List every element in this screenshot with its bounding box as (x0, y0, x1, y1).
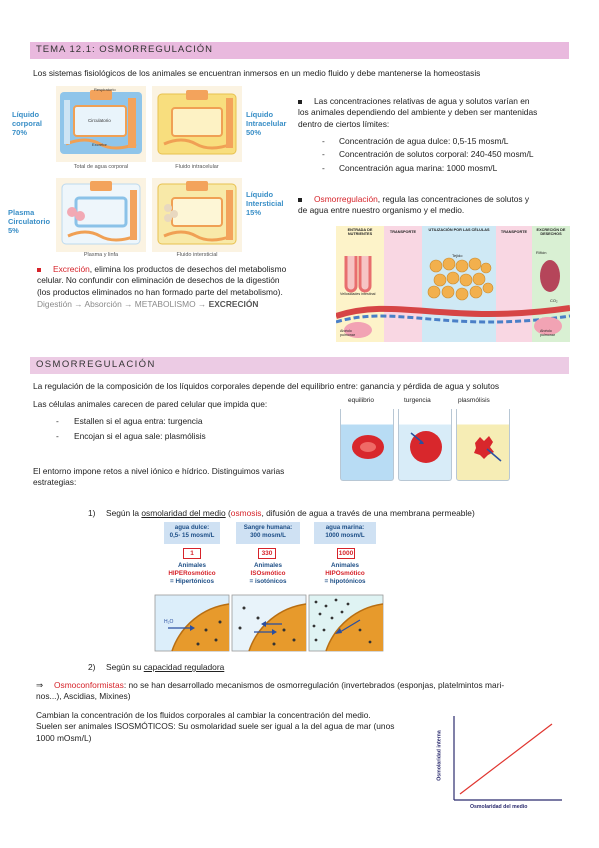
excretor-tag: Excretor (92, 142, 107, 147)
vellosidades-label: Vellosidades intestinal (340, 292, 376, 296)
strategy-2-heading: 2)Según su capacidad reguladora (88, 662, 225, 672)
metabolism-chain: Digestión → Absorción → METABOLISMO → EX… (37, 299, 259, 310)
list-item: Concentración de agua dulce: 0,5-15 mosm… (339, 136, 509, 146)
h2o-label: H₂O (164, 619, 174, 625)
intro-paragraph: Los sistemas fisiológicos de los animale… (33, 68, 481, 78)
physiological-process-figure: ENTRADA DE NUTRIENTES TRANSPORTE UTILIZA… (336, 226, 570, 342)
osmoconformers-paragraph: ⇒Osmoconformistas: no se han desarrollad… (36, 680, 505, 702)
conformer-line (459, 723, 553, 795)
process-header: ENTRADA DE NUTRIENTES (347, 228, 373, 237)
osmolarity-value: 1000 (337, 548, 355, 559)
liquido-corporal-label: Líquido corporal 70% (12, 110, 43, 137)
circulatorio-tag: Circulatorio (88, 118, 111, 123)
list-item: Encojan si el agua sale: plasmólisis (74, 431, 206, 442)
osmoconformer-graph: Osmolaridad interna Osmolaridad del medi… (430, 712, 570, 822)
conformers-description: Cambian la concentración de los fluidos … (36, 710, 395, 743)
concentrations-block: Las concentraciones relativas de agua y … (298, 96, 538, 129)
liquido-intracelular-label: Líquido Intracelular 50% (246, 110, 287, 137)
body-fluids-figure: Líquido corporal 70% Plasma Circulatorio… (8, 84, 288, 264)
intracellular-caption: Fluido intracelular (175, 164, 219, 170)
concentration-list: -Concentración de agua dulce: 0,5-15 mos… (322, 136, 534, 173)
excretion-definition: Excreción, elimina los productos de dese… (37, 264, 327, 310)
medium-header: agua marina:1000 mosm/L (314, 522, 376, 544)
process-header: EXCRECIÓN DE DESECHOS (536, 228, 566, 237)
paragraph: Las células animales carecen de pared ce… (33, 399, 268, 409)
section-banner: OSMORREGULACIÓN (30, 357, 569, 374)
plasma-circulatorio-label: Plasma Circulatorio 5% (8, 208, 51, 235)
bullet-icon (37, 267, 41, 272)
dash-list: -Estallen si el agua entra: turgencia -E… (56, 416, 206, 442)
interstitial-diagram (152, 178, 242, 252)
paragraph: La regulación de la composición de los l… (33, 381, 500, 391)
beaker-plasmolisis (456, 409, 510, 481)
list-item: Estallen si el agua entra: turgencia (74, 416, 203, 426)
bullet-icon (298, 197, 302, 202)
plasma-caption: Plasma y linfa (83, 252, 119, 258)
medium-header: agua dulce:0,5- 15 mosm/L (164, 522, 220, 544)
list-item: Concentración de solutos corporal: 240-4… (339, 149, 534, 160)
respiratorio-tag: Respiratorio (94, 87, 116, 92)
beaker-equilibrio (340, 409, 394, 481)
process-header: TRANSPORTE (500, 230, 528, 234)
tejido-label: Tejido (452, 253, 463, 258)
kidney-label: Riñón (536, 250, 547, 255)
page-title: TEMA 12.1: OSMORREGULACIÓN (36, 44, 213, 56)
intracellular-diagram (152, 86, 242, 162)
beaker-turgencia (398, 409, 452, 481)
co2-label: CO₂ (550, 298, 558, 303)
list-item: Concentración agua marina: 1000 mosm/L (339, 162, 498, 173)
plasma-diagram (56, 178, 146, 252)
total-water-diagram (56, 86, 146, 162)
osmoregulation-definition: Osmorregulación, regula las concentracio… (298, 194, 530, 216)
process-header: UTILIZACIÓN POR LAS CÉLULAS (428, 228, 490, 232)
section-title-banner: TEMA 12.1: OSMORREGULACIÓN (30, 42, 569, 59)
osmolarity-value: 1 (183, 548, 201, 559)
interstitial-caption: Fluido intersticial (176, 252, 218, 258)
beaker-label: plasmólisis (458, 397, 490, 404)
total-water-caption: Total de agua corporal (73, 164, 129, 170)
y-axis-label: Osmolaridad interna (436, 730, 443, 781)
beaker-label: turgencia (404, 397, 431, 404)
beakers-figure: equilibrio turgencia plasmólisis (336, 397, 516, 487)
liquido-intersticial-label: Líquido Intersticial 15% (246, 190, 284, 217)
strategy-1-heading: 1)Según la osmolaridad del medio (osmosi… (88, 508, 475, 518)
section-title: OSMORREGULACIÓN (36, 359, 156, 371)
x-axis-label: Osmolaridad del medio (470, 804, 528, 810)
paragraph: El entorno impone retos a nivel iónico e… (33, 466, 285, 488)
osmolarity-value: 330 (258, 548, 276, 559)
bullet-icon (298, 99, 302, 104)
process-header: TRANSPORTE (389, 230, 417, 234)
osmosis-panels (154, 594, 384, 652)
beaker-label: equilibrio (348, 397, 375, 404)
medium-header: Sangre humana:300 mosm/L (236, 522, 300, 544)
